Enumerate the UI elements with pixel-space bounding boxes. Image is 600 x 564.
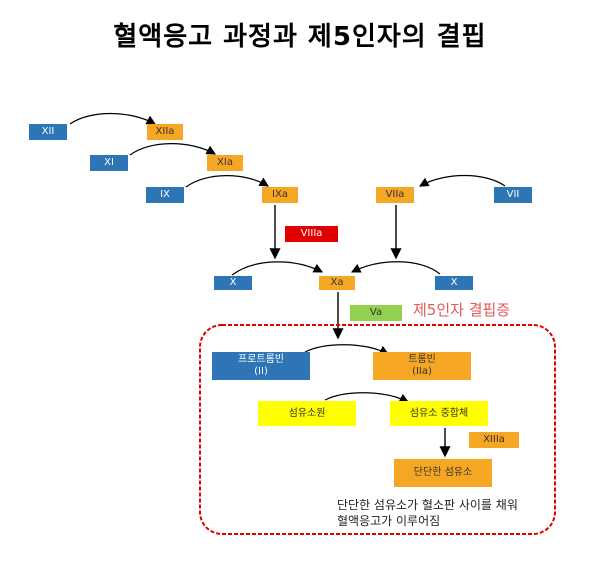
factor-viiia: VIIIa	[285, 226, 338, 242]
factor-xiia: XIIa	[147, 124, 183, 140]
explanation-note: 단단한 섬유소가 혈소판 사이를 채워 혈액응고가 이루어짐	[337, 498, 518, 528]
factor-x-left: X	[214, 276, 252, 290]
factor-vii: VII	[494, 187, 532, 203]
arrow-xleft-xa	[231, 261, 324, 276]
arrow-xi-xia	[129, 143, 217, 156]
factor-ix: IX	[146, 187, 184, 203]
factor-xi: XI	[90, 155, 128, 171]
arrow-ix-ixa	[185, 175, 270, 188]
arrow-prothrombin-thrombin	[304, 344, 390, 355]
factor-ixa: IXa	[262, 187, 298, 203]
deficiency-callout: 제5인자 결핍증	[413, 301, 511, 319]
factor-viia: VIIa	[376, 187, 414, 203]
factor-xii: XII	[29, 124, 67, 140]
prothrombin-box: 프로트롬빈 (II)	[212, 352, 310, 380]
arrow-xright-xa	[350, 261, 441, 275]
stable-fibrin-box: 단단한 섬유소	[394, 459, 492, 487]
arrow-fibrinogen-polymer	[324, 392, 410, 403]
factor-xiiia: XIIIa	[469, 432, 519, 448]
factor-x-right: X	[435, 276, 473, 290]
arrow-vii-viia	[418, 174, 506, 187]
fibrinogen-box: 섬유소원	[258, 401, 356, 426]
page-title: 혈액응고 과정과 제5인자의 결핍	[113, 22, 487, 52]
fibrin-polymer-box: 섬유소 중합체	[390, 401, 488, 426]
arrow-xii-xiia	[69, 112, 157, 125]
highlight-region	[199, 324, 556, 535]
thrombin-box: 트롬빈 (IIa)	[373, 352, 471, 380]
factor-xa: Xa	[319, 276, 355, 290]
factor-xia: XIa	[207, 155, 243, 171]
factor-va: Va	[350, 305, 402, 321]
